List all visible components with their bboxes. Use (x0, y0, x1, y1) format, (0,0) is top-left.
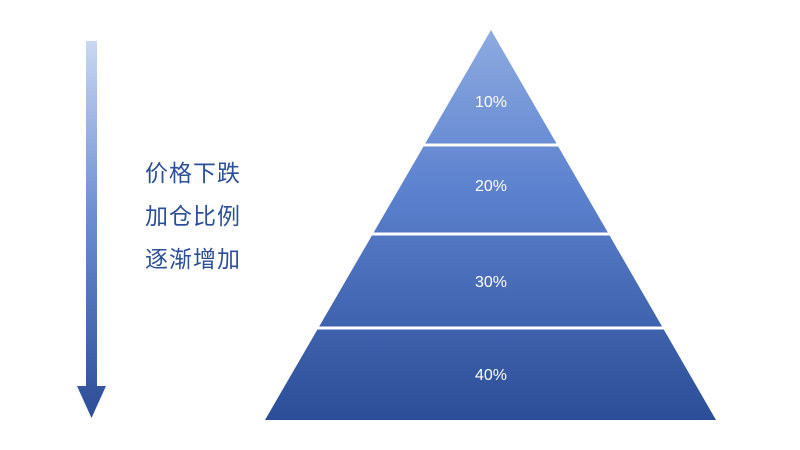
caption-line-2: 加仓比例 (145, 204, 241, 230)
caption-line-3: 逐渐增加 (145, 247, 241, 273)
tier-label-2: 20% (475, 178, 507, 195)
down-arrow-icon (77, 41, 106, 418)
caption-line-1: 价格下跌 (145, 161, 241, 187)
tier-label-3: 30% (475, 274, 507, 291)
tier-label-4: 40% (475, 367, 507, 384)
pyramid-body (265, 30, 716, 420)
tier-label-1: 10% (475, 94, 507, 111)
caption-text: 价格下跌 加仓比例 逐渐增加 (145, 153, 241, 282)
